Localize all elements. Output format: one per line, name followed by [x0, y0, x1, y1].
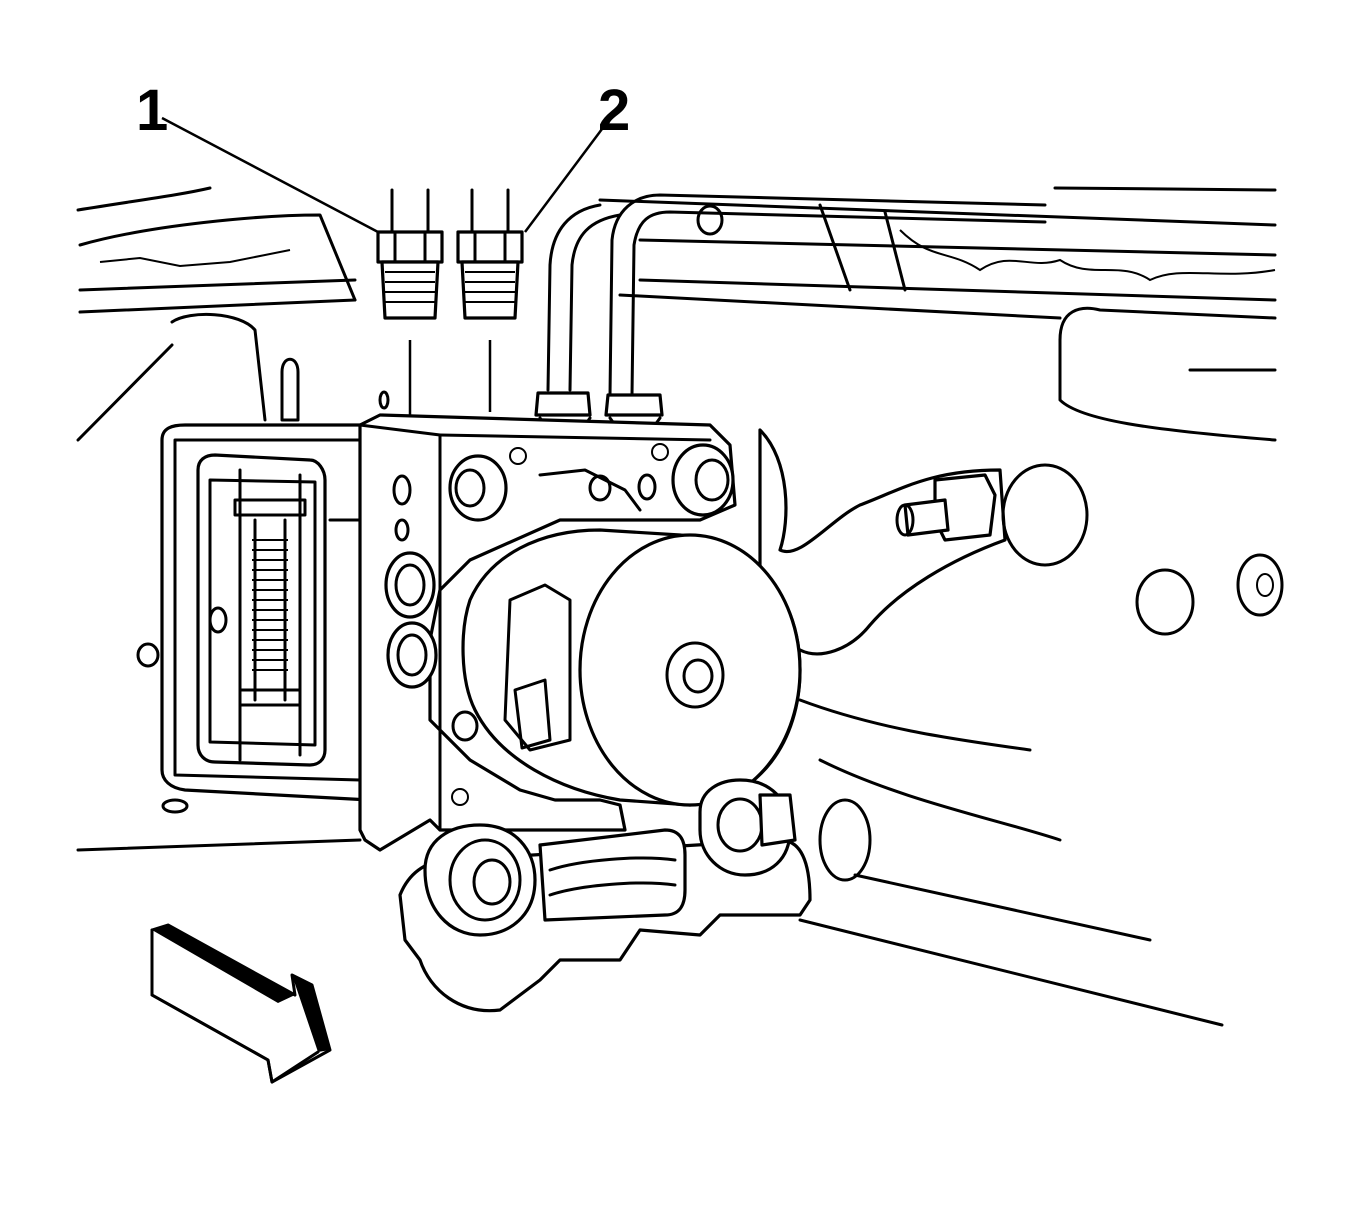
- brake-pipe-2: [456, 188, 524, 412]
- lower-bracket: [398, 778, 872, 1013]
- mounting-bracket: [758, 428, 1089, 656]
- brake-pipes-right: [534, 193, 1047, 427]
- brake-pipe-1: [376, 188, 444, 415]
- callout-1: 1: [136, 78, 379, 234]
- direction-arrow-icon: [150, 923, 332, 1084]
- callout-label-1: 1: [136, 78, 168, 143]
- vehicle-frame: [76, 186, 1284, 1027]
- callout-2: 2: [523, 78, 630, 233]
- callout-label-2: 2: [598, 78, 630, 143]
- hydraulic-valve-body: [358, 413, 737, 852]
- electronic-control-module: [160, 423, 372, 802]
- pump-motor: [461, 528, 802, 807]
